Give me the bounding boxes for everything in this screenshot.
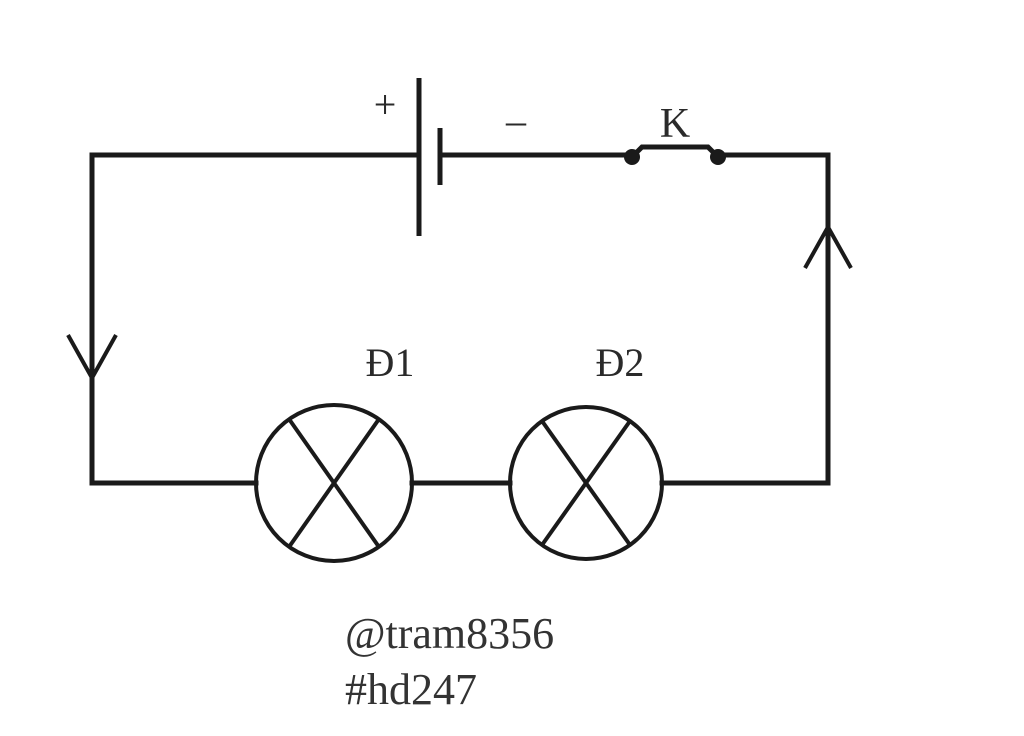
wire-switch-to-right (659, 152, 831, 486)
switch-k: K (624, 101, 726, 165)
wire-left-side (89, 152, 259, 486)
lamp-d2-cross-b (540, 419, 632, 547)
lamp-d1-circle (254, 403, 414, 563)
watermark-hashtag: #hd247 (345, 665, 477, 714)
lamp-d2: Đ2 (508, 340, 664, 561)
watermark-username: @tram8356 (345, 609, 555, 658)
lamp-d1-cross-b (287, 417, 381, 549)
circuit-wires (89, 152, 831, 486)
battery-minus-sign: – (505, 98, 527, 143)
lamp-d2-circle (508, 405, 664, 561)
current-arrow-up-icon (803, 222, 853, 269)
current-arrow-down-icon (66, 334, 118, 383)
switch-lever (628, 144, 722, 161)
battery: + – (374, 78, 527, 236)
battery-plus-sign: + (374, 82, 397, 127)
switch-label: K (660, 101, 690, 147)
lamp-d1-label: Đ1 (366, 340, 415, 385)
lamp-d2-label: Đ2 (596, 340, 645, 385)
lamp-d1: Đ1 (254, 340, 415, 563)
